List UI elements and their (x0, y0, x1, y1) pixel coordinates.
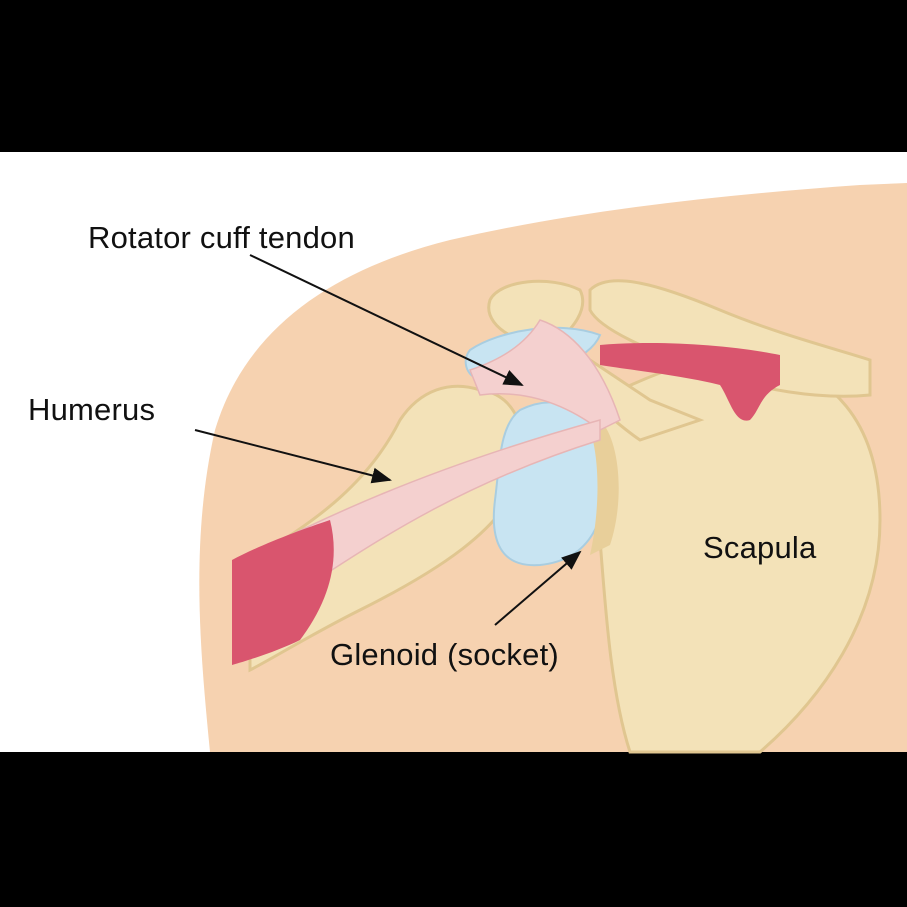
label-rotator-cuff-tendon: Rotator cuff tendon (88, 220, 355, 255)
label-humerus: Humerus (28, 392, 156, 427)
humerus-pointer (194, 429, 392, 484)
rotator-cuff-pointer (249, 254, 524, 386)
label-scapula: Scapula (703, 530, 817, 565)
rotator-cuff-tendon (469, 319, 621, 431)
muscle-upper (600, 343, 780, 421)
glenoid-rim (590, 420, 619, 555)
glenoid-pointer (494, 550, 582, 626)
label-glenoid: Glenoid (socket) (330, 637, 559, 672)
biceps-muscle (232, 520, 334, 665)
